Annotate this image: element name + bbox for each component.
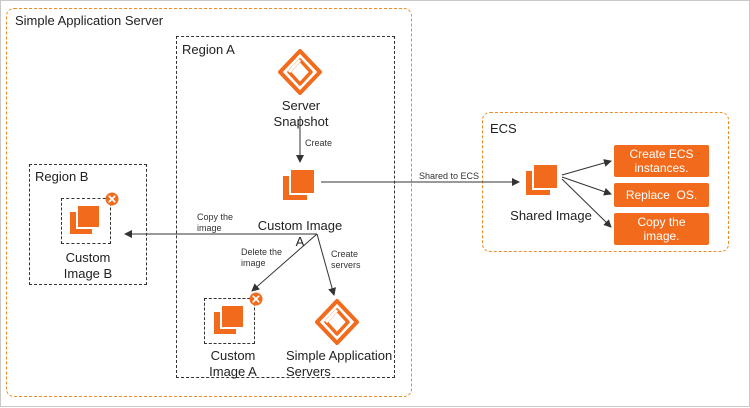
- custom-image-a-label: Custom Image A: [257, 218, 343, 249]
- shared-to-ecs-edge-label: Shared to ECS: [419, 171, 480, 181]
- create-servers-edge-label: Create servers: [331, 249, 361, 270]
- edge-to-replace-os: [561, 176, 612, 196]
- image-stack-icon: [283, 168, 316, 200]
- simple-app-servers-label: Simple Application Servers: [286, 348, 393, 379]
- region-a-title: Region A: [182, 42, 235, 57]
- delete-badge-icon: [105, 192, 119, 206]
- edge-to-create-ecs: [561, 159, 612, 176]
- custom-image-a-deleted-label: Custom Image A: [209, 348, 257, 379]
- copy-image-edge-label: Copy the image: [197, 212, 234, 233]
- edge-to-copy-image: [561, 178, 612, 228]
- create-ecs-instances-button[interactable]: Create ECS instances.: [614, 145, 709, 177]
- custom-image-a-deleted-box: [204, 298, 255, 344]
- server-snapshot-label: Server Snapshot: [273, 98, 329, 129]
- simple-app-server-frame: [6, 8, 412, 397]
- copy-image-button[interactable]: Copy the image.: [614, 213, 709, 245]
- custom-image-b-box: [61, 198, 111, 244]
- region-a-frame: [176, 36, 395, 378]
- region-b-title: Region B: [35, 169, 89, 184]
- create-edge-label: Create: [305, 138, 333, 148]
- delete-image-edge-label: Delete the image: [241, 247, 283, 268]
- simple-app-server-title: Simple Application Server: [15, 13, 164, 28]
- region-b-frame: [29, 164, 147, 285]
- edge-create-servers: [316, 233, 336, 296]
- image-stack-icon: [214, 304, 245, 334]
- application-server-icon: [315, 299, 359, 345]
- edge-delete-image: [251, 233, 318, 292]
- image-stack-icon: [526, 163, 559, 195]
- snapshot-icon: [278, 49, 322, 95]
- image-stack-icon: [70, 204, 101, 234]
- replace-os-button[interactable]: Replace OS.: [614, 183, 709, 207]
- shared-image-label: Shared Image: [510, 208, 592, 223]
- delete-badge-icon: [249, 292, 263, 306]
- custom-image-b-label: Custom Image B: [63, 250, 113, 281]
- ecs-title: ECS: [490, 121, 517, 136]
